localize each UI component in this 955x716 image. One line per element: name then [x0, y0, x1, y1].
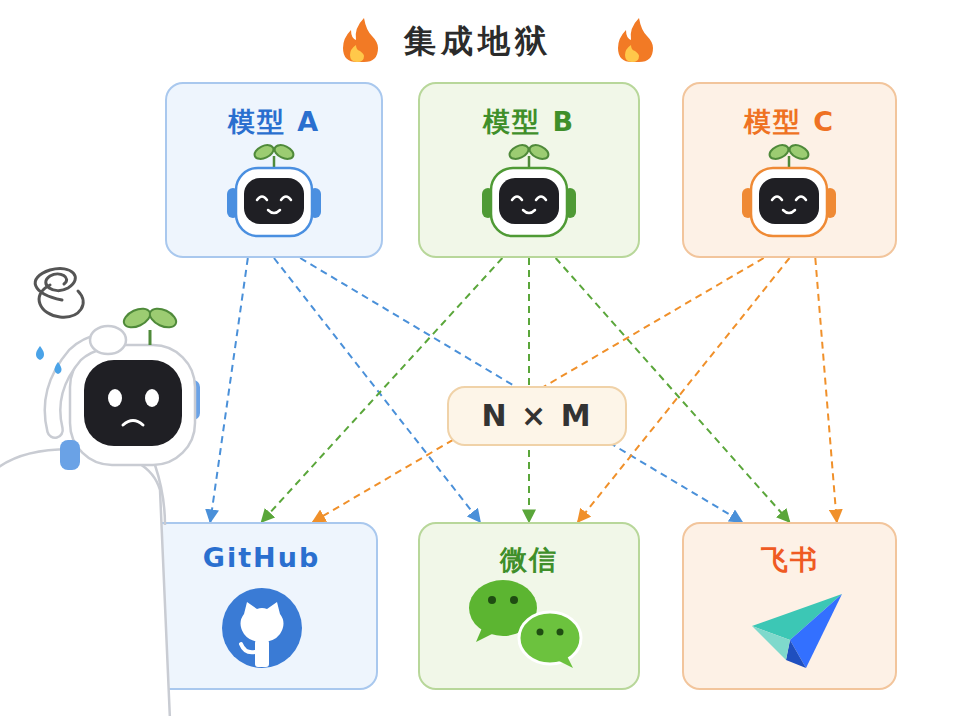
dashed-connector — [210, 258, 248, 522]
model-box: 模型 B — [418, 82, 640, 258]
wechat-icon — [469, 580, 581, 668]
dashed-connector — [300, 258, 742, 522]
dashed-connector — [274, 258, 480, 522]
node-label: 模型 A — [228, 104, 320, 140]
github-icon — [222, 588, 302, 668]
app-box: 微信 — [418, 522, 640, 690]
node-label: 模型 B — [483, 104, 575, 140]
node-label: 微信 — [500, 542, 558, 578]
node-label: N × M — [482, 398, 593, 433]
title-text: 集成地狱 — [404, 22, 552, 60]
app-box: GitHub — [145, 522, 378, 690]
node-label: 模型 C — [744, 104, 835, 140]
node-label: GitHub — [203, 542, 320, 573]
model-box: 模型 A — [165, 82, 383, 258]
feishu-icon — [752, 594, 842, 668]
dashed-connector — [313, 258, 764, 522]
app-box: 飞书 — [682, 522, 897, 690]
robot-icon — [742, 142, 836, 236]
confused-robot — [0, 269, 200, 716]
node-label: 飞书 — [761, 542, 819, 578]
robot-icon — [482, 142, 576, 236]
model-box: 模型 C — [682, 82, 897, 258]
dashed-connector — [815, 258, 837, 522]
robot-icon — [227, 142, 321, 236]
flame-icon — [343, 18, 653, 62]
diagram-title: 集成地狱 — [0, 20, 955, 64]
formula-box: N × M — [447, 386, 627, 446]
